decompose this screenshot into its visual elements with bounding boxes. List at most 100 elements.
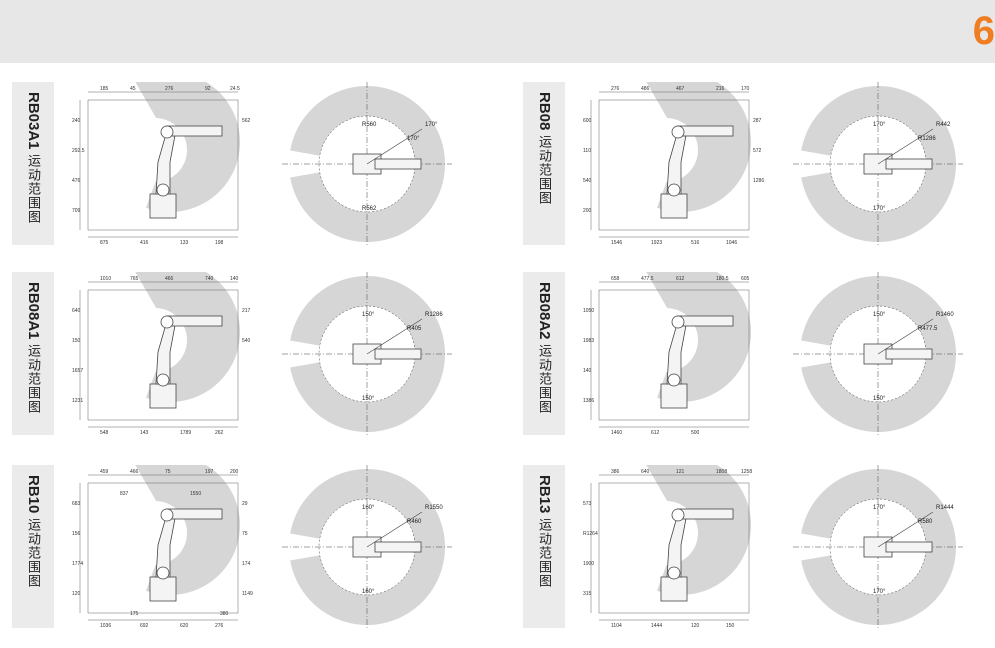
dimension-label: 692: [140, 623, 149, 628]
dimension-label: 658: [611, 276, 620, 282]
model-caption: 运动范围图: [26, 339, 41, 415]
robot-upper-arm: [165, 125, 223, 137]
dimension-label: 1789: [180, 430, 191, 435]
dimension-label: 573: [583, 501, 592, 507]
dimension-label: 185: [100, 86, 109, 92]
top-dimension-label: R1286: [918, 136, 936, 142]
dimension-label: 120: [691, 623, 700, 628]
dimension-label: 45: [130, 86, 136, 92]
dimension-label: 120: [72, 591, 81, 597]
robot-top-arm: [885, 158, 933, 170]
robot-top-arm: [374, 158, 422, 170]
top-dimension-label: 150°: [362, 396, 375, 402]
robot-upper-arm: [676, 508, 734, 520]
radius-leader: [877, 318, 934, 355]
model-caption: 运动范围图: [537, 130, 552, 205]
dimension-frame: [87, 289, 239, 421]
dimension-label: 75: [165, 469, 171, 475]
robot-upper-arm: [165, 508, 223, 520]
model-label: RB10 运动范围图: [20, 475, 46, 588]
dimension-label: 683: [72, 501, 81, 507]
robot-joint: [160, 315, 174, 329]
dimension-label: 197: [205, 469, 214, 475]
robot-upper-arm: [165, 315, 223, 327]
dimension-label: 150: [72, 338, 81, 344]
dimension-label: 156: [72, 531, 81, 537]
robot-upper-arm: [676, 315, 734, 327]
dimension-label: 1923: [651, 240, 662, 245]
dimension-label: 133: [180, 240, 189, 245]
dimension-label: 709: [72, 208, 81, 214]
top-dimension-label: 150°: [873, 312, 886, 318]
dimension-frame: [87, 482, 239, 614]
dimension-label: 174: [242, 561, 251, 567]
dimension-label: 1036: [100, 623, 111, 628]
dimension-label: 1258: [741, 469, 752, 475]
robot-base: [149, 193, 177, 219]
model-label: RB08A2 运动范围图: [531, 282, 557, 414]
dimension-label: 175: [130, 611, 139, 617]
dimension-label: 216: [716, 86, 725, 92]
model-caption: 运动范围图: [26, 149, 41, 225]
robot-joint: [671, 508, 685, 522]
dimension-frame: [87, 99, 239, 231]
robot-joint: [160, 125, 174, 139]
dimension-label: 875: [100, 240, 109, 245]
dimension-label: 540: [583, 178, 592, 184]
top-dimension-label: R1286: [425, 312, 443, 318]
dimension-label: 476: [72, 178, 81, 184]
dimension-label: 240: [72, 118, 81, 124]
robot-joint: [667, 373, 681, 387]
dimension-label: 198: [215, 240, 224, 245]
robot-joint: [671, 125, 685, 139]
dimension-label: 1900: [583, 561, 594, 567]
dimension-label: 765: [130, 276, 139, 282]
dimension-label: 262: [215, 430, 224, 435]
model-label-strip: RB08 运动范围图: [523, 82, 565, 245]
dimension-label: 180.5: [716, 276, 729, 282]
robot-base: [660, 383, 688, 409]
dimension-label: 540: [242, 338, 251, 344]
dimension-label: 170: [741, 86, 750, 92]
robot-joint: [156, 566, 170, 580]
model-name: RB08A2: [536, 282, 553, 340]
model-label: RB13 运动范围图: [531, 475, 557, 588]
dimension-label: 562: [242, 118, 251, 124]
dimension-label: 24.5: [230, 86, 240, 92]
dimension-label: 287: [753, 118, 762, 124]
top-dimension-label: R580: [918, 519, 933, 525]
model-caption: 运动范围图: [537, 339, 552, 415]
top-dimension-label: 150°: [873, 396, 886, 402]
dimension-label: 837: [120, 491, 129, 497]
robot-top-arm: [885, 348, 933, 360]
dimension-label: 620: [180, 623, 189, 628]
dimension-label: 143: [140, 430, 149, 435]
page-header: [0, 0, 995, 63]
top-dimension-label: R1550: [425, 505, 443, 511]
dimension-label: 1149: [242, 591, 253, 597]
radius-leader: [877, 128, 934, 165]
model-label-strip: RB03A1 运动范围图: [12, 82, 54, 245]
model-caption: 运动范围图: [537, 513, 552, 588]
model-label: RB03A1 运动范围图: [20, 92, 46, 224]
dimension-label: 121: [676, 469, 685, 475]
dimension-label: 1386: [583, 398, 594, 404]
dimension-label: 276: [215, 623, 224, 628]
dimension-label: 1286: [753, 178, 764, 184]
dimension-label: 612: [651, 430, 660, 435]
dimension-label: 740: [205, 276, 214, 282]
top-dimension-label: 170°: [873, 206, 886, 212]
model-label: RB08 运动范围图: [531, 92, 557, 205]
top-dimension-label: R1444: [936, 505, 954, 511]
robot-joint: [160, 508, 174, 522]
dimension-label: 516: [691, 240, 700, 245]
dimension-label: 1550: [190, 491, 201, 497]
